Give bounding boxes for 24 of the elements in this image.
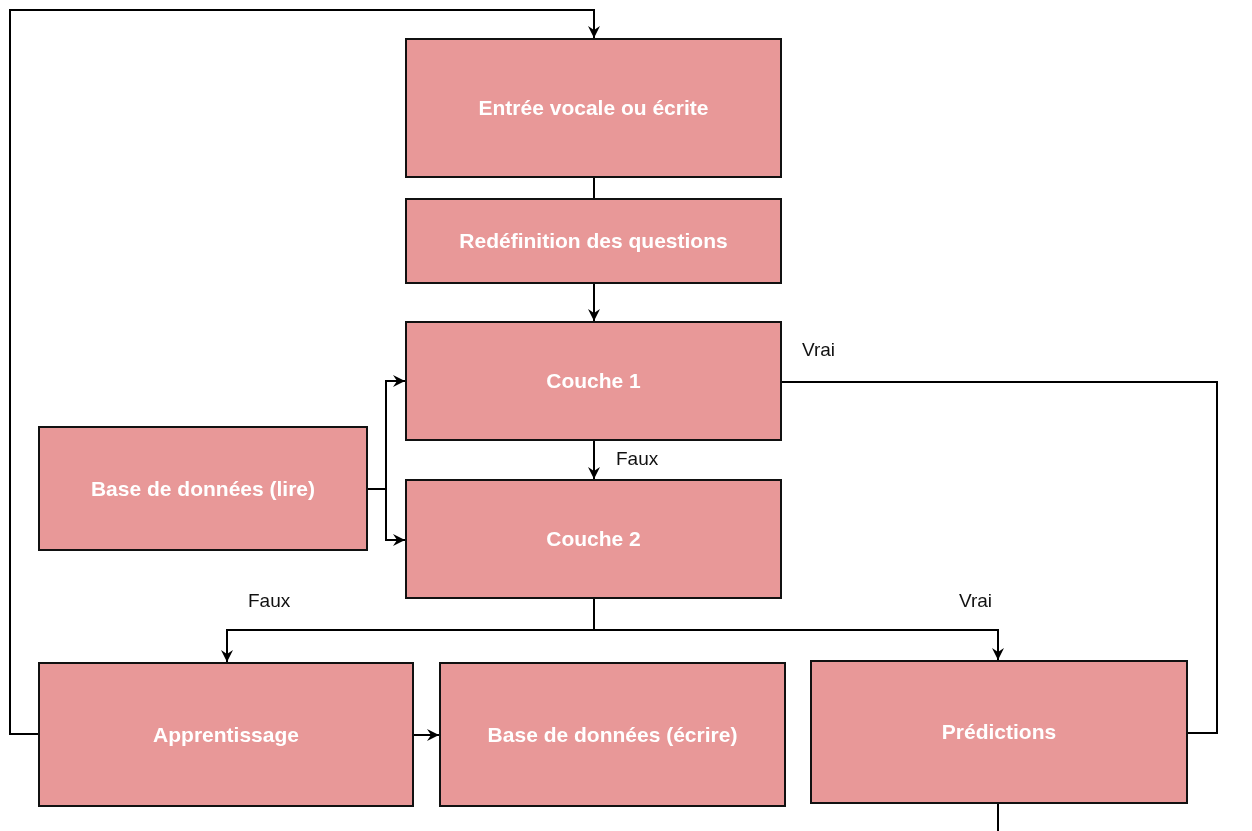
arrow	[413, 729, 440, 741]
box-label: Couche 2	[545, 527, 642, 551]
connector-line	[593, 177, 595, 199]
process-box	[405, 38, 782, 178]
arrow	[367, 488, 406, 546]
box-label: Entrée vocale ou écrite	[477, 96, 710, 120]
process-box	[405, 198, 782, 284]
process-box	[405, 321, 782, 441]
arrow	[588, 283, 600, 322]
box-label: Base de données (lire)	[89, 476, 317, 501]
box-label: Couche 1	[545, 369, 642, 393]
arrow	[588, 440, 600, 480]
process-box	[38, 426, 368, 551]
connector-line	[997, 803, 999, 831]
box-label: Base de données (écrire)	[486, 722, 739, 747]
process-box	[405, 479, 782, 599]
box-label: Redéfinition des questions	[458, 229, 729, 253]
process-box	[38, 662, 414, 807]
arrow	[9, 9, 600, 735]
process-box	[439, 662, 786, 807]
box-label: Prédictions	[940, 720, 1058, 744]
process-box	[810, 660, 1188, 804]
box-label: Apprentissage	[152, 722, 300, 747]
connector-line	[781, 381, 1218, 734]
